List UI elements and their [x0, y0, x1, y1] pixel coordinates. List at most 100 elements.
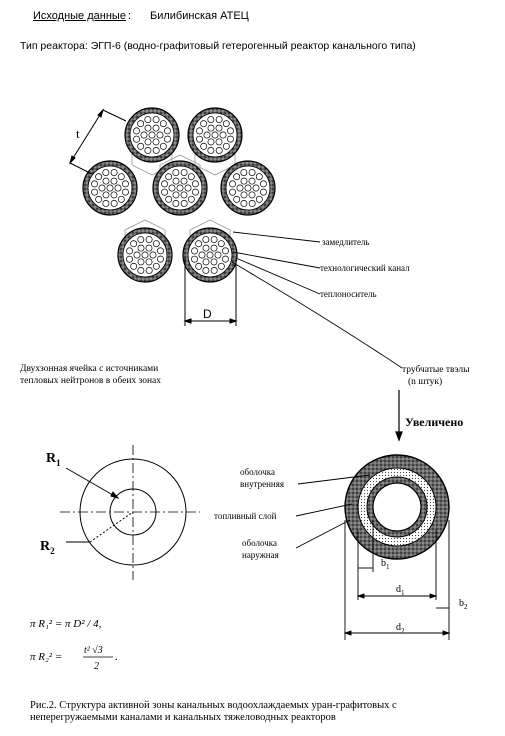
fuel-rod — [164, 135, 171, 143]
fuel-rod — [165, 195, 173, 203]
label-tubular-count: (n штук) — [408, 376, 442, 387]
fuel-rod — [240, 200, 248, 207]
fuel-rod — [137, 236, 145, 244]
fuel-rod — [161, 180, 168, 188]
formula-area-R2-numerator: t² √3 — [84, 645, 103, 656]
two-zone-cell — [60, 445, 200, 580]
label-R1: R1 — [46, 451, 61, 468]
fuel-rod — [202, 258, 210, 266]
fuel-rod — [187, 195, 195, 203]
fuel-channel-lattice — [82, 107, 276, 283]
label-clad-outer-1: оболочка — [242, 538, 277, 548]
fuel-rod — [202, 236, 210, 244]
fuel-rod — [140, 131, 148, 139]
fuel-rod — [130, 262, 138, 270]
fuel-rod — [145, 244, 153, 252]
label-clad-inner-1: оболочка — [240, 467, 275, 477]
fuel-rod — [152, 124, 160, 132]
fuel-rod — [137, 244, 145, 252]
fuel-rod — [180, 169, 188, 176]
fuel-rod — [145, 258, 153, 266]
fuel-rod — [133, 251, 141, 259]
fuel-rod — [91, 188, 99, 196]
fuel-rod — [255, 173, 263, 181]
fuel-rod — [144, 138, 152, 146]
fuel-rod — [110, 177, 118, 185]
formula-area-R2-end: . — [115, 651, 118, 663]
fuel-rod — [152, 138, 160, 146]
dim-d1: d1 — [396, 584, 405, 597]
fuel-rod — [200, 120, 208, 128]
fuel-rod — [248, 177, 256, 185]
fuel-rod — [95, 173, 103, 181]
fuel-rod — [248, 191, 256, 199]
fuel-rod — [126, 247, 133, 255]
cell-caption-line1: Двухзонная ячейка с источниками — [20, 363, 158, 374]
fuel-rod — [149, 251, 157, 259]
figure-caption-line2: неперегружаемыми каналами и канальных тя… — [30, 712, 336, 723]
fuel-rod — [200, 142, 208, 150]
fuel-rod — [180, 191, 188, 199]
fuel-rod — [259, 180, 267, 188]
fuel-rod — [226, 127, 234, 135]
fuel-rod — [222, 120, 230, 128]
fuel-channel — [124, 107, 180, 163]
fuel-rod — [217, 240, 225, 248]
fuel-rod — [172, 177, 180, 185]
dim-t-label: t — [76, 126, 80, 141]
fuel-rod — [152, 262, 160, 270]
fuel-rod — [195, 262, 203, 270]
fuel-rod — [102, 169, 110, 177]
leader-lines — [231, 231, 403, 369]
fuel-rod — [117, 173, 125, 181]
label-clad-inner-2: внутренняя — [240, 479, 284, 489]
fuel-channel — [182, 227, 238, 283]
fuel-element-dimensions — [343, 520, 451, 640]
fuel-rod — [145, 236, 153, 243]
label-tech-channel: технологический канал — [320, 263, 410, 273]
fuel-rod — [195, 240, 203, 248]
fuel-rod — [222, 255, 229, 263]
fuel-rod — [207, 124, 215, 132]
fuel-rod — [126, 255, 134, 263]
fuel-rod — [172, 191, 180, 199]
fuel-channel — [82, 160, 138, 216]
fuel-rod — [240, 177, 248, 185]
fuel-rod — [144, 124, 152, 132]
fuel-rod — [114, 184, 122, 192]
fuel-rod — [172, 200, 180, 207]
tubular-fuel-element — [344, 454, 450, 560]
fuel-rod — [187, 173, 195, 181]
fuel-rod — [191, 180, 199, 188]
fuel-rod — [102, 191, 110, 199]
fuel-rod — [122, 188, 129, 196]
fuel-rod — [133, 127, 140, 135]
fuel-rod — [221, 247, 229, 255]
fuel-rod — [95, 195, 103, 203]
formula-area-R2-denominator: 2 — [94, 661, 99, 672]
fuel-channel — [152, 160, 208, 216]
fuel-rod — [222, 142, 230, 150]
fuel-rod — [137, 120, 145, 128]
source-data-colon: : — [128, 10, 132, 22]
fuel-rod — [196, 127, 203, 135]
fuel-rod — [130, 240, 138, 248]
figure-caption-line1: Рис.2. Структура активной зоны канальных… — [30, 700, 397, 711]
fuel-rod — [214, 251, 222, 259]
fuel-rod — [137, 258, 145, 266]
fuel-rod — [156, 247, 164, 255]
fuel-rod — [161, 188, 169, 196]
fuel-rod — [236, 184, 244, 192]
fuel-rod — [117, 195, 125, 203]
fuel-rod — [252, 184, 260, 192]
fuel-rod — [203, 131, 211, 139]
fuel-element-leaders — [295, 474, 371, 549]
fuel-rod — [121, 180, 129, 188]
fuel-rod — [240, 169, 248, 177]
cell-caption-line2: тепловых нейтронов в обеих зонах — [20, 375, 161, 386]
fuel-rod — [240, 191, 248, 199]
fuel-rod — [215, 146, 223, 154]
fuel-rod — [206, 251, 214, 259]
label-clad-outer-2: наружная — [242, 550, 279, 560]
